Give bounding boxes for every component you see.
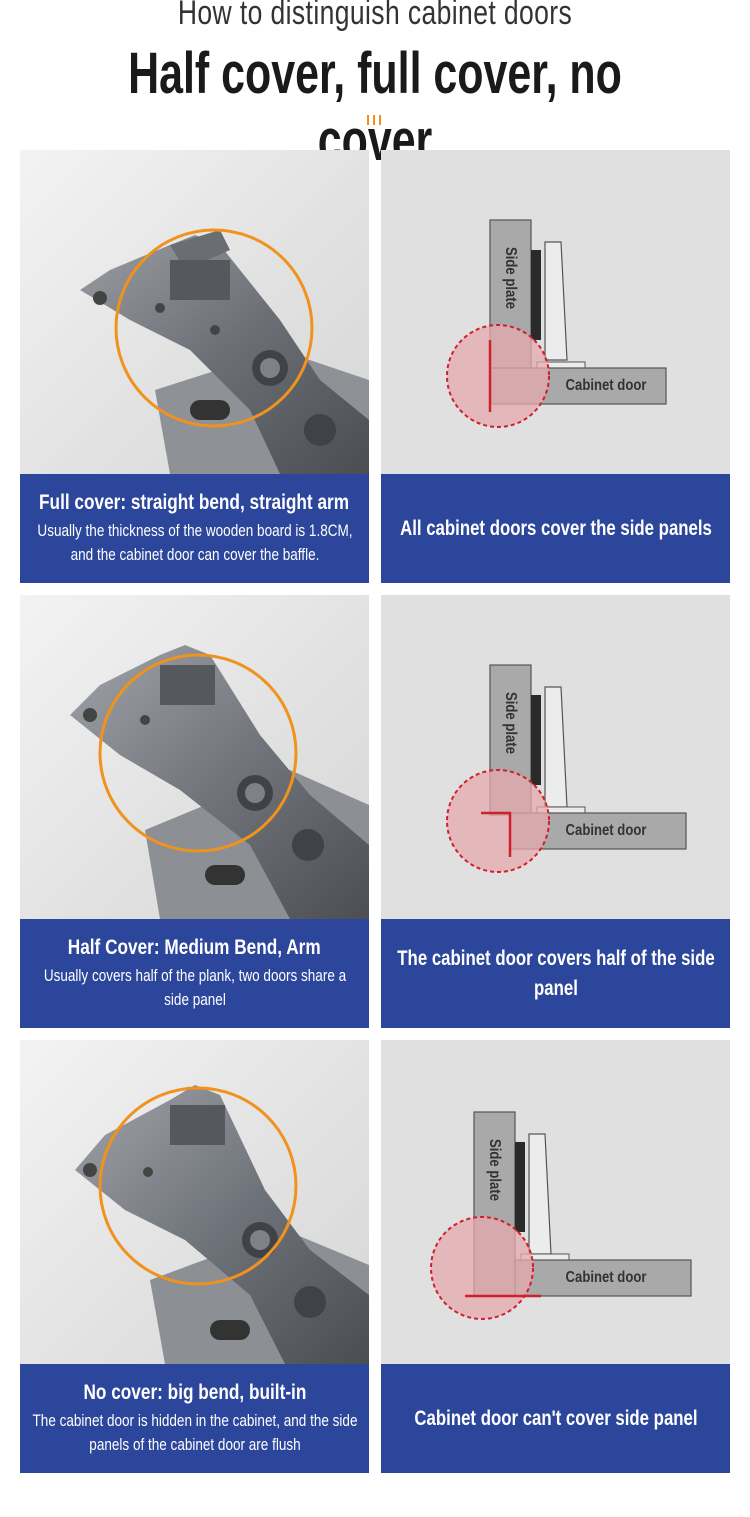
page-subtitle: How to distinguish cabinet doors (177, 0, 573, 32)
no-cover-diagram-card: Side plate Cabinet door Cabinet door can… (381, 1040, 730, 1473)
caption-title: Half Cover: Medium Bend, Arm (68, 935, 321, 959)
divider-icon (367, 115, 383, 125)
half-cover-caption: Half Cover: Medium Bend, Arm Usually cov… (20, 919, 369, 1028)
side-plate-label: Side plate (502, 692, 519, 754)
full-cover-photo-card: Full cover: straight bend, straight arm … (20, 150, 369, 583)
cabinet-door-label: Cabinet door (565, 377, 647, 394)
cabinet-door-label: Cabinet door (565, 1269, 647, 1286)
hinge-photo-icon (70, 645, 369, 919)
full-cover-result: All cabinet doors cover the side panels (381, 474, 730, 583)
caption-main: All cabinet doors cover the side panels (399, 516, 712, 540)
full-cover-diagram-card: Side plate Cabinet door All cabinet door… (381, 150, 730, 583)
half-cover-result: The cabinet door covers half of the side… (381, 919, 730, 1028)
side-plate-label: Side plate (502, 247, 519, 309)
caption-text: The cabinet door is hidden in the cabine… (32, 1411, 357, 1454)
no-cover-caption: No cover: big bend, built-in The cabinet… (20, 1364, 369, 1473)
hinge-photo (20, 150, 369, 474)
half-cover-photo-card: Half Cover: Medium Bend, Arm Usually cov… (20, 595, 369, 1028)
hinge-photo (20, 1040, 369, 1364)
caption-text: Usually covers half of the plank, two do… (43, 966, 346, 1009)
hinge-photo-icon (75, 1085, 369, 1364)
full-cover-caption: Full cover: straight bend, straight arm … (20, 474, 369, 583)
caption-main: Cabinet door can't cover side panel (413, 1406, 698, 1430)
hinge-photo (20, 595, 369, 919)
hinge-photo-icon (80, 228, 369, 474)
caption-title: No cover: big bend, built-in (83, 1380, 306, 1404)
half-cover-diagram: Side plate Cabinet door (381, 595, 730, 919)
no-cover-result: Cabinet door can't cover side panel (381, 1364, 730, 1473)
caption-title: Full cover: straight bend, straight arm (39, 490, 350, 514)
caption-main: The cabinet door covers half of the side… (396, 946, 715, 1000)
no-cover-diagram: Side plate Cabinet door (381, 1040, 730, 1364)
caption-text: Usually the thickness of the wooden boar… (36, 521, 353, 564)
full-cover-diagram: Side plate Cabinet door (381, 150, 730, 474)
cabinet-door-label: Cabinet door (565, 822, 647, 839)
half-cover-diagram-card: Side plate Cabinet door The cabinet door… (381, 595, 730, 1028)
page-title: Half cover, full cover, no cover (128, 41, 622, 173)
no-cover-photo-card: No cover: big bend, built-in The cabinet… (20, 1040, 369, 1473)
side-plate-label: Side plate (486, 1139, 503, 1201)
